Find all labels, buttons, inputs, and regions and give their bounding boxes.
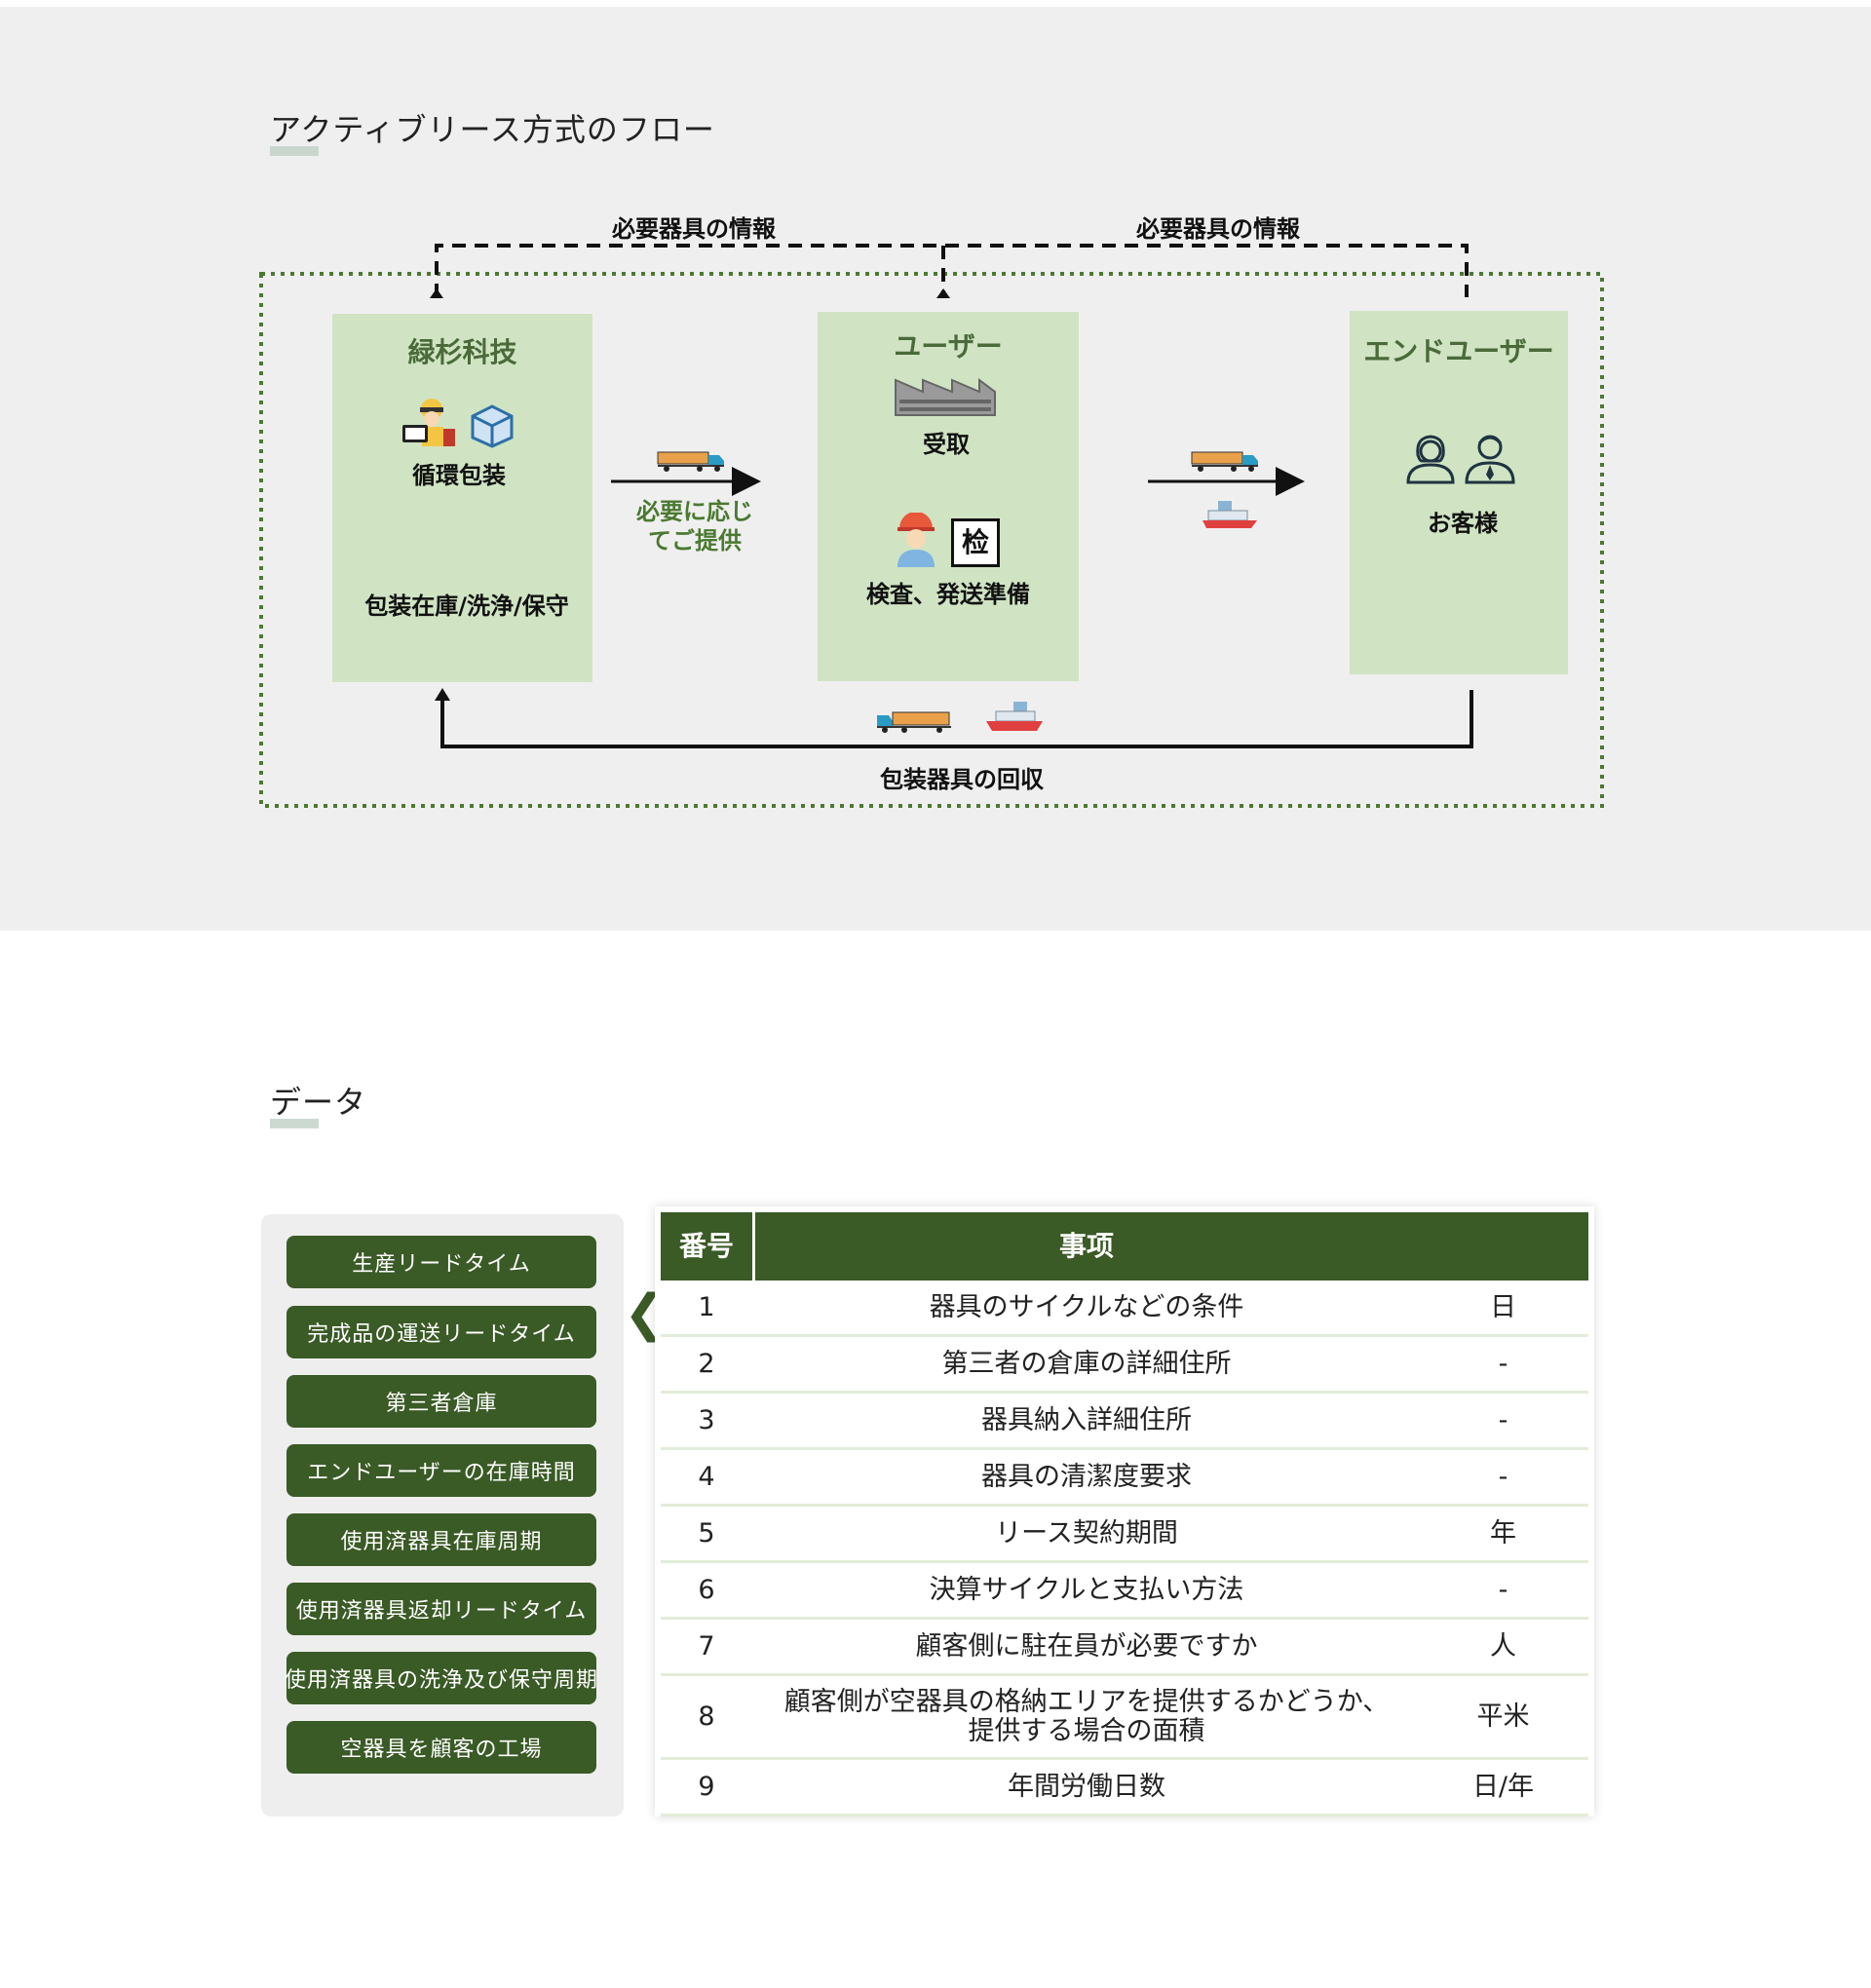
node-user-title: ユーザー bbox=[894, 330, 1003, 363]
row-num: 3 bbox=[698, 1404, 715, 1435]
node-supplier: 緑杉科技 循環包装 包装在庫/洗浄/保守 bbox=[332, 314, 592, 682]
return-label: 包装器具の回収 bbox=[880, 766, 1044, 793]
category-button[interactable]: 使用済器具返却リードタイム bbox=[286, 1583, 596, 1635]
info-label-left: 必要器具の情報 bbox=[612, 215, 776, 243]
row-item: 器具の清潔度要求 bbox=[981, 1461, 1192, 1492]
node-supplier-title: 緑杉科技 bbox=[407, 336, 517, 368]
ship-icon bbox=[986, 702, 1043, 731]
table-row: 4 器具の清潔度要求 - bbox=[661, 1450, 1588, 1507]
header-divider bbox=[752, 1212, 755, 1281]
node-user-caption2: 検査、発送準備 bbox=[866, 581, 1030, 608]
category-button[interactable]: 空器具を顧客の工場 bbox=[286, 1721, 596, 1774]
category-button[interactable]: 使用済器具在庫周期 bbox=[286, 1513, 596, 1566]
row-num: 5 bbox=[698, 1517, 715, 1548]
category-button[interactable]: 完成品の運送リードタイム bbox=[286, 1306, 596, 1358]
node-user: ユーザー 受取 检 検査、発送準備 bbox=[818, 312, 1079, 681]
row-item: 年間労働日数 bbox=[1008, 1771, 1165, 1802]
row-num: 2 bbox=[698, 1348, 715, 1379]
inspector-icon bbox=[897, 513, 935, 567]
node-end-user: エンドユーザー お客様 bbox=[1350, 311, 1568, 674]
node-supplier-caption2: 包装在庫/洗浄/保守 bbox=[364, 593, 569, 620]
flow-section-title: アクティブリース方式のフロー bbox=[270, 105, 715, 156]
flow-title-text: アクティブリース方式のフロー bbox=[270, 111, 715, 148]
table-header: 番号 事项 bbox=[661, 1212, 1588, 1281]
table-row: 6 決算サイクルと支払い方法 - bbox=[661, 1563, 1588, 1620]
truck-icon bbox=[1191, 451, 1258, 472]
row-unit: 日/年 bbox=[1471, 1771, 1535, 1802]
header-num: 番号 bbox=[678, 1230, 734, 1262]
row-num: 6 bbox=[698, 1574, 715, 1605]
row-num: 7 bbox=[698, 1630, 715, 1662]
table-row: 7 顧客側に駐在員が必要ですか 人 bbox=[661, 1620, 1588, 1676]
node-end-user-caption1: お客様 bbox=[1428, 510, 1498, 537]
row-item: リース契約期間 bbox=[995, 1517, 1178, 1548]
data-title-text: データ bbox=[270, 1084, 367, 1121]
row-item: 顧客側が空器具の格納エリアを提供するかどうか、 提供する場合の面積 bbox=[783, 1686, 1390, 1746]
info-label-right: 必要器具の情報 bbox=[1136, 215, 1300, 243]
row-item: 器具のサイクルなどの条件 bbox=[929, 1291, 1244, 1322]
return-arrow-head bbox=[435, 688, 450, 701]
boundary-dotted-border bbox=[259, 272, 1604, 808]
table-row: 2 第三者の倉庫の詳細住所 - bbox=[661, 1337, 1588, 1394]
truck-icon bbox=[657, 451, 724, 472]
info-dashed-line bbox=[435, 244, 1469, 297]
data-table: 番号 事项 1 器具のサイクルなどの条件 日 2 第三者の倉庫の詳細住所 - 3… bbox=[655, 1206, 1594, 1816]
factory-icon bbox=[895, 378, 996, 416]
package-box-icon bbox=[471, 404, 514, 448]
category-button[interactable]: 使用済器具の洗浄及び保守周期 bbox=[285, 1652, 597, 1704]
header-item: 事项 bbox=[1058, 1230, 1114, 1262]
worker-icon bbox=[402, 399, 455, 446]
row-num: 9 bbox=[698, 1771, 715, 1802]
data-category-panel: 生産リードタイム 完成品の運送リードタイム 第三者倉庫 エンドユーザーの在庫時間… bbox=[261, 1214, 624, 1816]
row-num: 8 bbox=[698, 1701, 715, 1732]
row-unit: 平米 bbox=[1476, 1701, 1530, 1732]
table-row: 9 年間労働日数 日/年 bbox=[661, 1760, 1588, 1816]
customer-male-icon bbox=[1465, 435, 1515, 484]
row-item: 決算サイクルと支払い方法 bbox=[929, 1574, 1244, 1605]
table-row: 8 顧客側が空器具の格納エリアを提供するかどうか、 提供する場合の面積 平米 bbox=[661, 1676, 1588, 1760]
row-num: 4 bbox=[698, 1461, 715, 1492]
flow-diagram bbox=[259, 244, 1604, 808]
return-line bbox=[440, 690, 1473, 748]
data-section-title: データ bbox=[270, 1078, 367, 1128]
row-unit: 年 bbox=[1490, 1517, 1516, 1548]
row-unit: - bbox=[1498, 1348, 1508, 1379]
row-unit: - bbox=[1498, 1461, 1508, 1492]
table-row: 5 リース契約期間 年 bbox=[661, 1507, 1588, 1563]
row-unit: - bbox=[1498, 1574, 1508, 1605]
ship-icon bbox=[1203, 501, 1257, 528]
supply-label: 必要に応じ てご提供 bbox=[636, 498, 753, 554]
customer-female-icon bbox=[1406, 435, 1455, 484]
info-arrow-supplier bbox=[430, 288, 443, 298]
node-user-caption1: 受取 bbox=[923, 431, 970, 458]
inspection-stamp-icon: 检 bbox=[951, 518, 1000, 567]
title-underline bbox=[270, 146, 319, 156]
category-button[interactable]: 生産リードタイム bbox=[286, 1236, 596, 1288]
title-underline bbox=[270, 1119, 319, 1128]
row-item: 顧客側に駐在員が必要ですか bbox=[915, 1630, 1258, 1662]
truck-icon bbox=[877, 711, 951, 733]
row-unit: - bbox=[1498, 1404, 1508, 1435]
category-button[interactable]: エンドユーザーの在庫時間 bbox=[286, 1444, 596, 1497]
table-row: 1 器具のサイクルなどの条件 日 bbox=[661, 1281, 1588, 1337]
row-num: 1 bbox=[698, 1291, 715, 1322]
node-supplier-caption1: 循環包装 bbox=[412, 462, 506, 489]
row-item: 器具納入詳細住所 bbox=[981, 1404, 1192, 1435]
node-end-user-title: エンドユーザー bbox=[1363, 335, 1554, 367]
info-arrow-user bbox=[936, 288, 950, 298]
row-item: 第三者の倉庫の詳細住所 bbox=[941, 1348, 1232, 1379]
category-button[interactable]: 第三者倉庫 bbox=[286, 1375, 596, 1428]
table-row: 3 器具納入詳細住所 - bbox=[661, 1394, 1588, 1450]
row-unit: 日 bbox=[1490, 1291, 1516, 1322]
row-unit: 人 bbox=[1490, 1630, 1516, 1662]
